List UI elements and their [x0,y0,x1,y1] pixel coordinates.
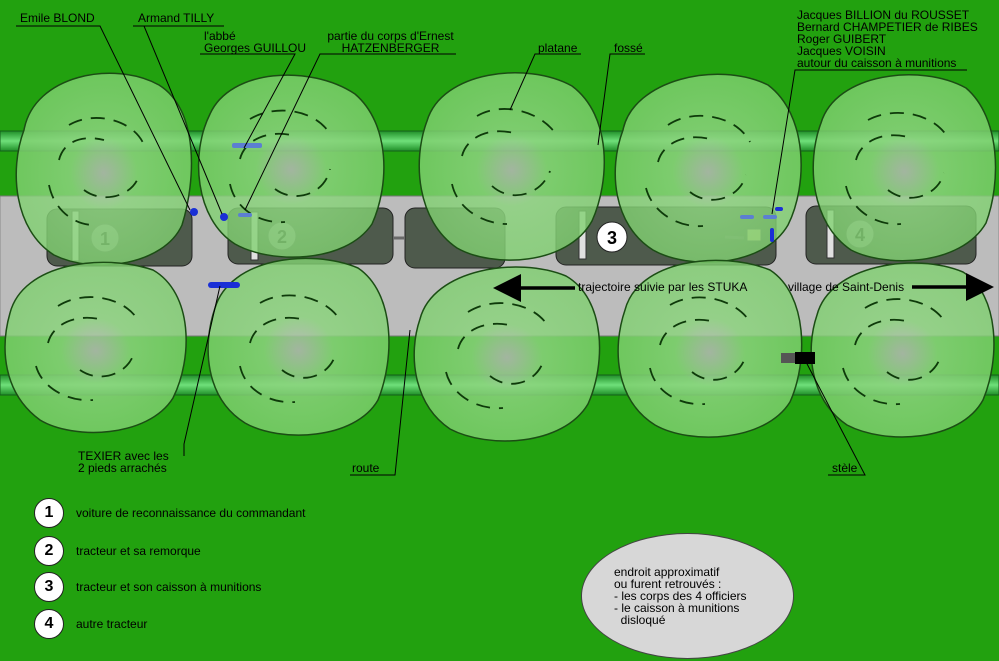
label-platane: platane [538,41,578,55]
label-abbe-line1: l'abbé [204,29,236,43]
legend-number-3: 3 [34,572,64,602]
legend-number-4: 4 [34,609,64,639]
marker-armand-tilly [220,213,228,221]
stele-marker [795,352,815,364]
label-officer-3: Roger GUIBERT [797,32,887,46]
tree [197,74,385,258]
label-officer-2: Bernard CHAMPETIER de RIBES [797,20,978,34]
marker-abbe-guillou [232,143,262,148]
label-village: village de Saint-Denis [788,280,905,294]
label-route: route [352,461,380,475]
tree [617,259,803,438]
label-texier-line2: 2 pieds arrachés [78,461,167,475]
label-stele: stèle [832,461,858,475]
tree [15,72,193,266]
body-markers [190,143,783,288]
tree [812,74,997,262]
label-officer-1: Jacques BILLION du ROUSSET [797,8,970,22]
label-hatz-line1: partie du corps d'Ernest [327,29,454,43]
tree [4,261,187,434]
legend-number-1: 1 [34,498,64,528]
label-armand-tilly: Armand TILLY [138,11,215,25]
tree [207,257,390,436]
marker-hatzenberger [238,213,252,217]
marker-officer-3 [770,228,774,242]
marker-officer-1 [740,215,754,219]
tree [418,72,605,261]
legend-item-4: 4 autre tracteur [34,607,147,641]
vehicle-badge-3 [596,221,628,253]
leader-lines [16,25,967,476]
marker-emile-blond [190,208,198,216]
legend-number-2: 2 [34,536,64,566]
label-fosse: fossé [614,41,643,55]
tree [614,73,802,263]
tree [413,266,601,442]
note-ellipse [581,533,794,659]
label-hatz-line2: HATZENBERGER [341,41,440,55]
tree [810,262,995,438]
label-texier-line1: TEXIER avec les [78,449,169,463]
note-text: endroit approximatif ou furent retrouvés… [614,565,747,627]
marker-texier [208,282,240,288]
legend-item-3: 3 tracteur et son caisson à munitions [34,570,261,604]
marker-officer-2 [763,215,777,219]
label-stuka: trajectoire suivie par les STUKA [578,280,748,294]
label-abbe-line2: Georges GUILLOU [204,41,307,55]
legend-item-1: 1 voiture de reconnaissance du commandan… [34,496,305,530]
label-officer-5: autour du caisson à munitions [797,56,957,70]
legend-text-1: voiture de reconnaissance du commandant [76,506,306,520]
label-officer-4: Jacques VOISIN [797,44,886,58]
trees [4,72,997,442]
stele-base [781,353,795,363]
legend-item-2: 2 tracteur et sa remorque [34,534,201,568]
legend-text-4: autre tracteur [76,617,148,631]
marker-officer-4 [775,207,783,211]
label-emile-blond: Emile BLOND [20,11,95,25]
vehicle-number-3: 3 [607,228,617,248]
legend-text-2: tracteur et sa remorque [76,544,201,558]
legend-text-3: tracteur et son caisson à munitions [76,580,262,594]
